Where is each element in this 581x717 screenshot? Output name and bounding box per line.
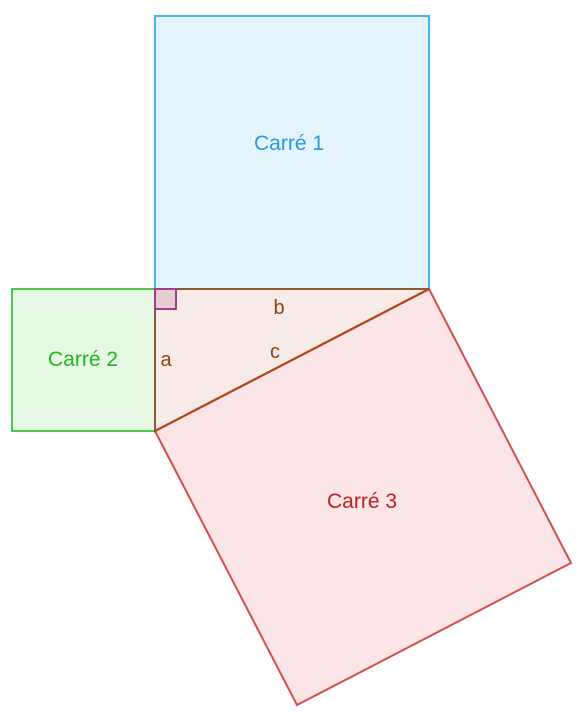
- side-a-label: a: [160, 349, 172, 371]
- side-b-label: b: [273, 297, 284, 319]
- square-3-label: Carré 3: [327, 490, 397, 513]
- right-angle-marker: [154, 288, 177, 310]
- square-2-label: Carré 2: [48, 348, 118, 371]
- square-1-label: Carré 1: [254, 132, 324, 155]
- side-c-label: c: [270, 341, 280, 363]
- hypotenuse-line: [154, 288, 430, 432]
